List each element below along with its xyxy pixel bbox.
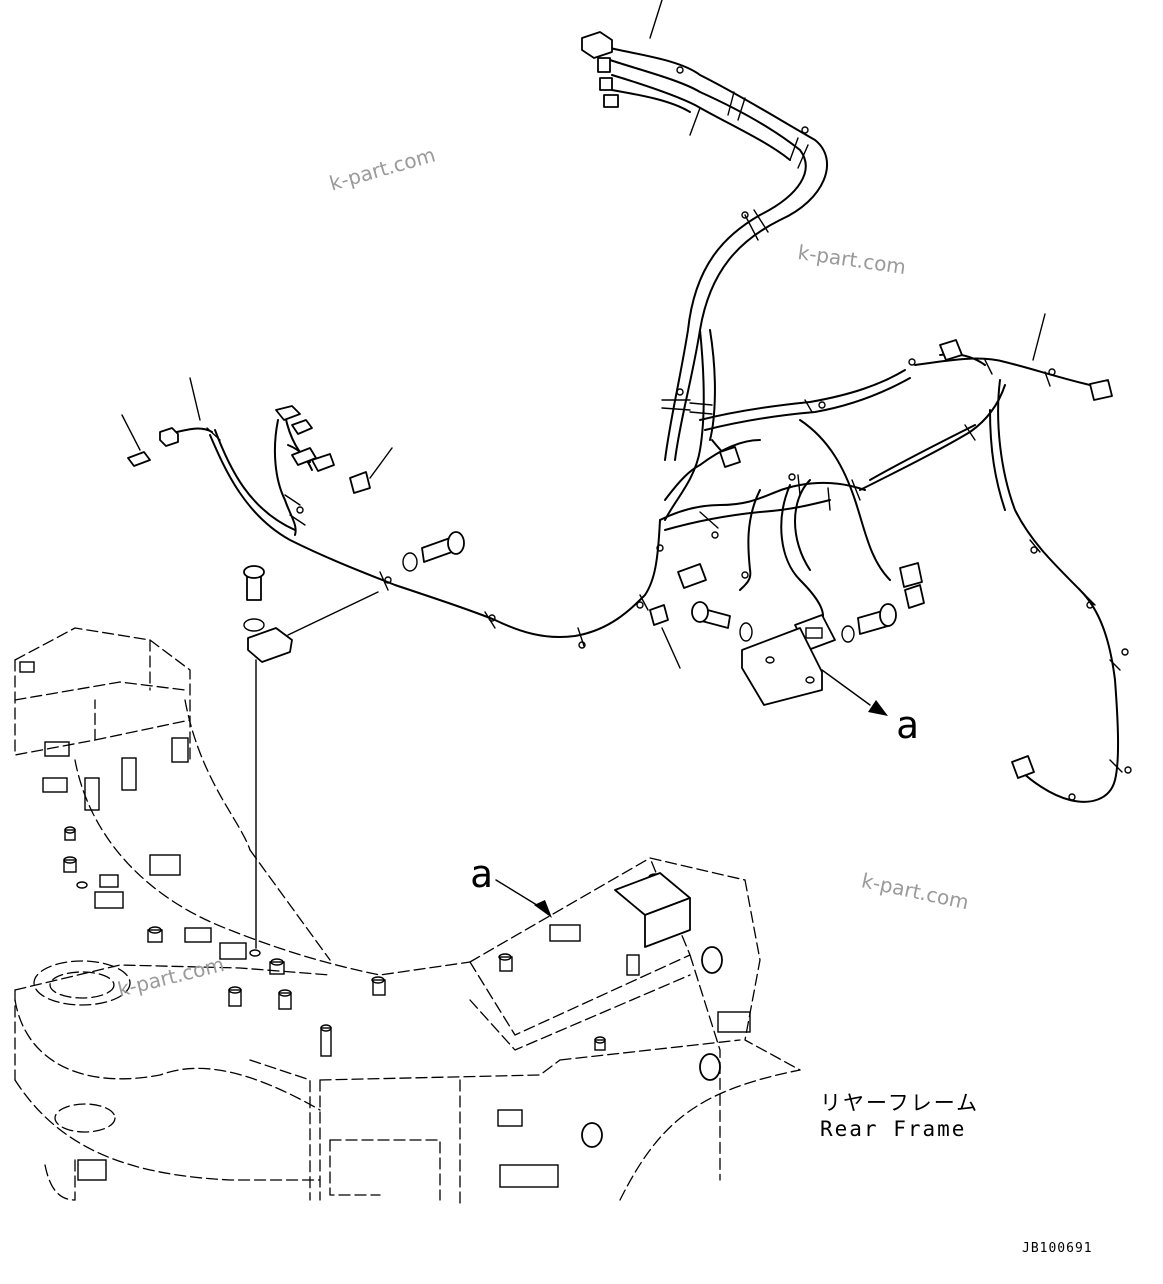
rear-frame-label-en: Rear Frame [820,1117,967,1141]
fasteners [243,531,897,706]
rear-frame-outline [14,627,801,1206]
arrowhead-left [534,900,552,918]
drawing-code: JB100691 [1022,1241,1093,1256]
callout-a-right: a [896,703,919,747]
harness-clamps [206,66,1132,801]
rear-frame-label-jp: リヤーフレーム [820,1091,980,1115]
leader-lines [121,0,1046,949]
callout-a-left: a [470,852,493,896]
connectors [127,31,1113,779]
arrowhead-right [868,700,888,716]
